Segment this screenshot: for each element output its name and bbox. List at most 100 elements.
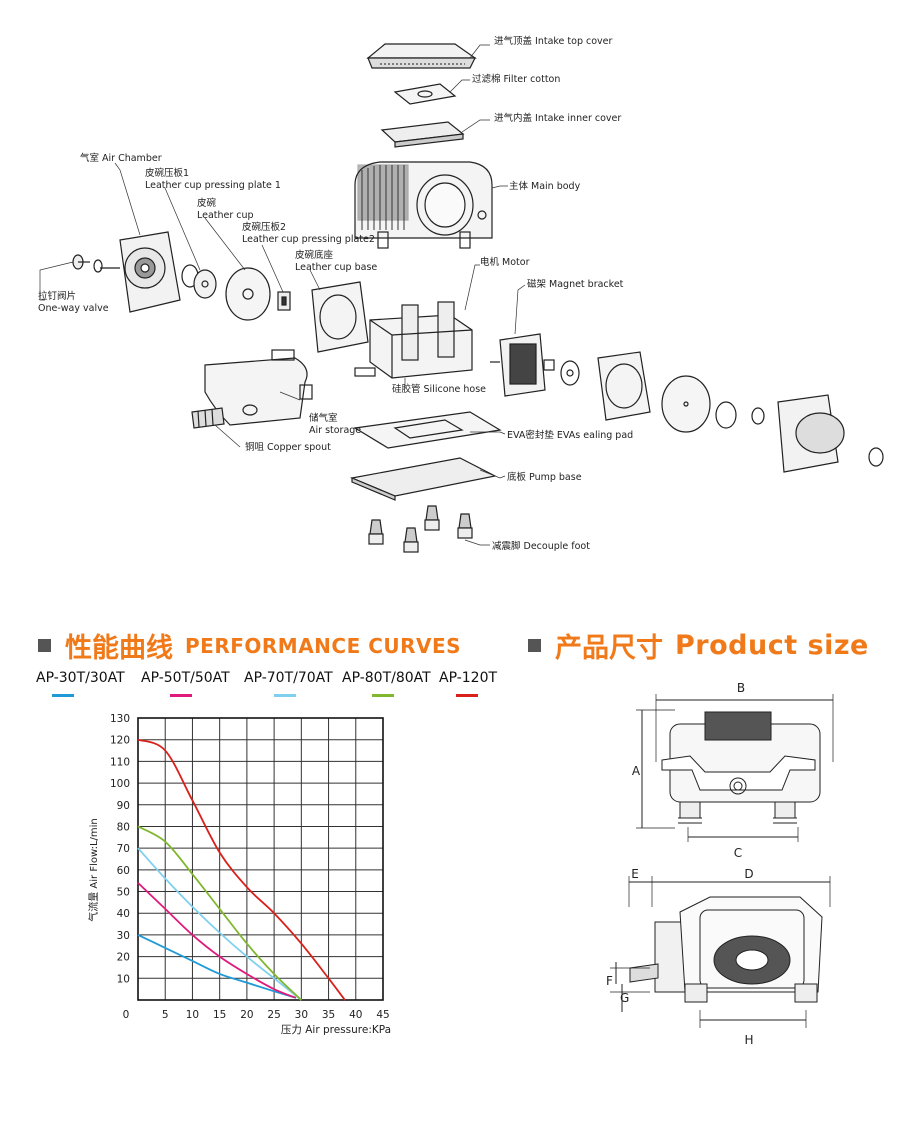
y-axis-label: 气流量 Air Flow:L/min	[87, 818, 100, 922]
intake-inner-cover-drawing	[380, 121, 465, 148]
chart-legend: AP-30T/30AT AP-50T/50AT AP-70T/70AT AP-8…	[30, 670, 510, 700]
product-size-title-en: Product size	[675, 630, 869, 661]
dim-label-a: A	[632, 764, 641, 778]
legend-swatch	[372, 694, 394, 697]
label-eva-pad: EVA密封垫 EVAs ealing pad	[507, 429, 633, 441]
chart-grid	[137, 717, 384, 1001]
y-tick-label: 70	[117, 843, 130, 855]
x-tick-label: 35	[322, 1009, 335, 1021]
x-tick-label: 20	[240, 1009, 253, 1021]
legend-swatch	[52, 694, 74, 697]
label-pump-base: 底板 Pump base	[507, 471, 582, 483]
y-tick-label: 30	[117, 930, 130, 942]
x-tick-label: 0	[123, 1009, 130, 1021]
size-view-front	[610, 876, 831, 1028]
cup-base-drawing	[311, 281, 369, 353]
performance-header: 性能曲线 PERFORMANCE CURVES	[38, 626, 461, 665]
label-cup-plate2-en: Leather cup pressing plate2	[242, 234, 375, 245]
cup-plate1-drawing	[181, 264, 217, 299]
label-silicone-hose: 硅胶管 Silicone hose	[392, 383, 486, 395]
label-copper-spout: 铜咀 Copper spout	[245, 441, 331, 453]
x-tick-label: 40	[349, 1009, 362, 1021]
dim-label-f: F	[606, 974, 613, 988]
label-main-body: 主体 Main body	[509, 180, 581, 192]
label-air-storage-cn: 储气室	[309, 412, 338, 424]
y-tick-label: 80	[117, 821, 130, 833]
air-storage-drawing	[204, 349, 313, 426]
product-size-header: 产品尺寸 Product size	[528, 626, 869, 665]
intake-top-cover-drawing	[366, 43, 477, 69]
x-tick-label: 5	[162, 1009, 169, 1021]
dim-label-h: H	[744, 1033, 753, 1047]
decouple-feet-drawing	[368, 505, 473, 553]
legend-item: AP-80T/80AT	[342, 670, 431, 686]
legend-label: AP-70T/70AT	[244, 670, 333, 686]
eva-pad-drawing	[353, 411, 502, 449]
plot-frame	[137, 717, 384, 1001]
label-cup-plate1-cn: 皮碗压板1	[145, 167, 189, 179]
series-line-ap-120t	[137, 738, 346, 1001]
label-cup-base-cn: 皮碗底座	[295, 249, 334, 261]
small-parts-drawing	[560, 351, 884, 473]
dim-label-b: B	[737, 681, 745, 695]
x-tick-label: 10	[186, 1009, 199, 1021]
air-chamber-drawing	[93, 231, 181, 313]
label-air-storage-en: Air storage	[309, 425, 361, 436]
header-square-icon	[38, 639, 51, 652]
series-line-ap-80t-80at	[137, 825, 302, 1001]
label-decouple-foot: 减震脚 Decouple foot	[492, 540, 590, 552]
y-tick-label: 10	[117, 973, 130, 985]
legend-label: AP-50T/50AT	[141, 670, 230, 686]
leather-cup-drawing	[225, 267, 271, 321]
label-one-way-cn: 拉钉阀片	[38, 290, 76, 302]
cup-plate2-drawing	[277, 291, 291, 311]
exploded-view-diagram: 进气顶盖 Intake top cover 过滤棉 Filter cotton …	[38, 35, 884, 553]
legend-swatch	[274, 694, 296, 697]
label-one-way-en: One-way valve	[38, 303, 109, 314]
dim-label-c: C	[734, 846, 742, 860]
pump-base-drawing	[349, 457, 497, 501]
label-air-chamber: 气室 Air Chamber	[80, 152, 162, 164]
label-motor: 电机 Motor	[480, 256, 530, 268]
dim-label-d: D	[744, 867, 753, 881]
y-tick-label: 120	[110, 735, 130, 747]
size-view-top	[636, 694, 834, 842]
label-leather-cup-en: Leather cup	[197, 210, 254, 221]
legend-label: AP-80T/80AT	[342, 670, 431, 686]
copper-spout-drawing	[191, 407, 225, 429]
filter-cotton-drawing	[393, 83, 457, 105]
legend-swatch	[170, 694, 192, 697]
legend-item: AP-120T	[439, 670, 497, 686]
performance-title-cn: 性能曲线	[65, 633, 173, 664]
y-tick-label: 110	[110, 756, 130, 768]
y-tick-label: 20	[117, 952, 130, 964]
dim-label-e: E	[631, 867, 639, 881]
series-line-ap-70t-70at	[137, 847, 302, 1001]
legend-item: AP-50T/50AT	[141, 670, 230, 686]
label-cup-plate2-cn: 皮碗压板2	[242, 221, 286, 233]
label-cup-base-en: Leather cup base	[295, 262, 377, 273]
legend-item: AP-70T/70AT	[244, 670, 333, 686]
dim-label-g: G	[620, 991, 629, 1005]
x-axis-label: 压力 Air pressure:KPa	[281, 1023, 391, 1035]
y-tick-label: 90	[117, 800, 130, 812]
label-magnet-bracket: 磁架 Magnet bracket	[527, 278, 624, 290]
x-tick-label: 30	[295, 1009, 308, 1021]
label-intake-inner-cover: 进气内盖 Intake inner cover	[494, 112, 621, 124]
product-size-drawing: B A C E D F G H	[606, 681, 834, 1047]
chart-series-group	[137, 738, 346, 1001]
motor-drawing	[354, 301, 473, 379]
x-tick-label: 45	[376, 1009, 389, 1021]
product-size-title-cn: 产品尺寸	[555, 633, 663, 664]
legend-label: AP-120T	[439, 670, 498, 686]
y-tick-label: 60	[117, 865, 130, 877]
series-line-ap-30t-30at	[137, 934, 297, 999]
legend-swatch	[456, 694, 478, 697]
label-leather-cup-cn: 皮碗	[197, 197, 217, 209]
one-way-valve-drawing	[72, 254, 90, 270]
performance-title-en: PERFORMANCE CURVES	[185, 633, 462, 658]
label-intake-top-cover: 进气顶盖 Intake top cover	[494, 35, 613, 47]
y-tick-label: 40	[117, 908, 130, 920]
